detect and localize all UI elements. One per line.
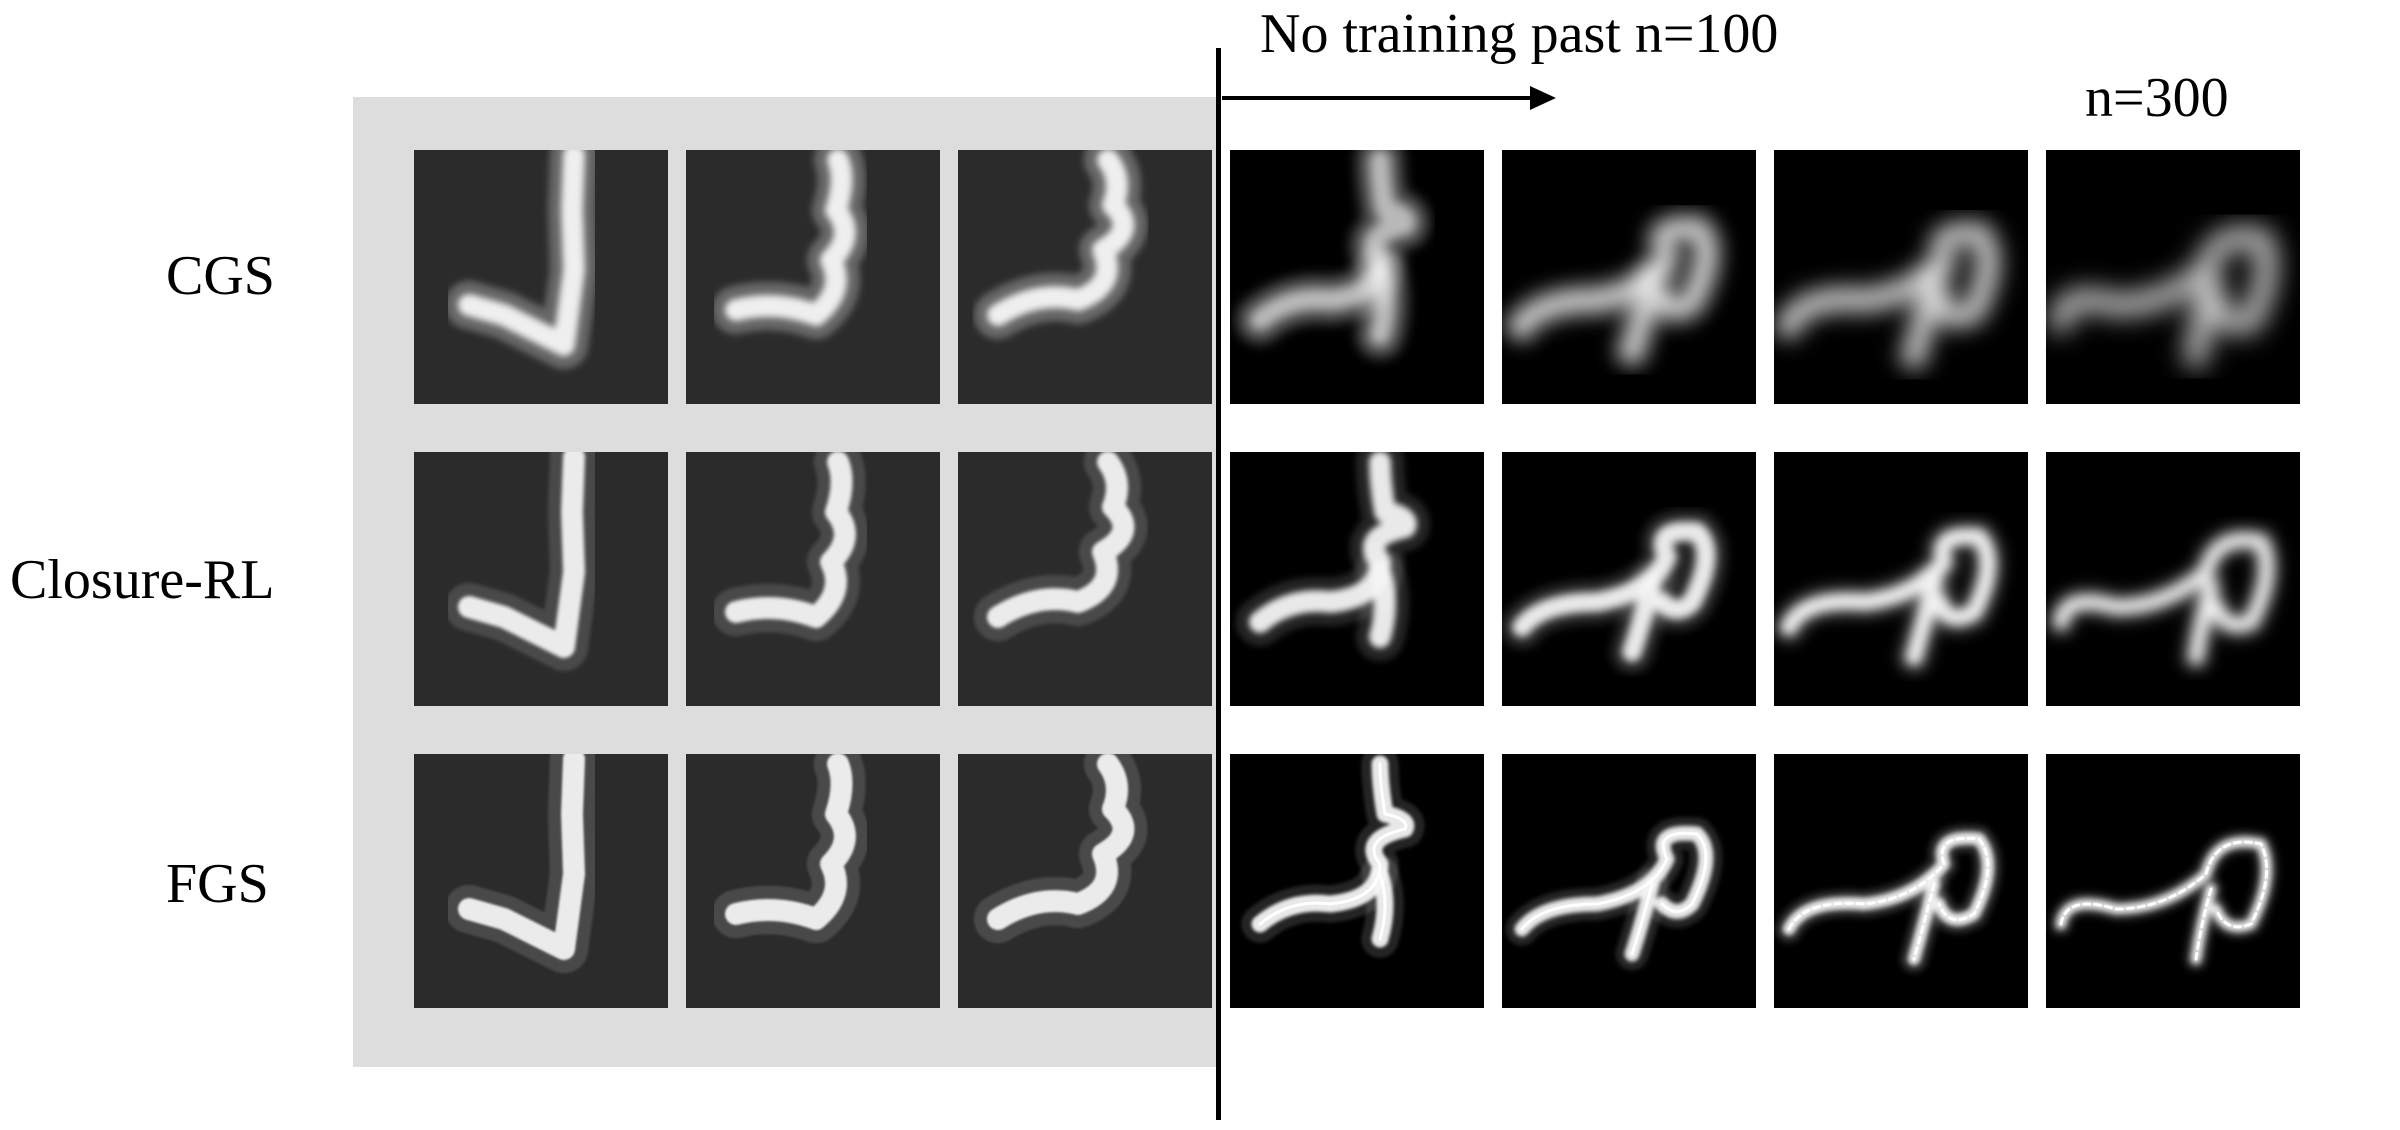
smoke-frame-closure-rl-2 (686, 452, 940, 706)
smoke-frame-closure-rl-4 (1230, 452, 1484, 706)
smoke-halo (444, 150, 599, 370)
smoke-filament (2194, 887, 2213, 961)
extrapolation-arrow-head (1530, 86, 1556, 110)
row-label-closure-rl: Closure-RL (10, 549, 275, 611)
smoke-halo (1894, 562, 1954, 677)
smoke-frame-closure-rl-5 (1502, 452, 1756, 706)
smoke-frame-cgs-7 (2046, 150, 2300, 404)
smoke-halo (1502, 207, 1728, 347)
row-label-fgs: FGS (166, 853, 269, 915)
smoke-frame-fgs-3 (958, 754, 1212, 1008)
smoke-frame-closure-rl-6 (1774, 452, 2028, 706)
smoke-halo (973, 452, 1148, 642)
smoke-halo (711, 754, 869, 944)
smoke-frame-fgs-6 (1774, 754, 2028, 1008)
smoke-halo (1502, 509, 1728, 649)
extrapolation-arrow-shaft (1222, 96, 1532, 100)
smoke-halo (1610, 560, 1674, 674)
smoke-frame-closure-rl-3 (958, 452, 1212, 706)
smoke-halo (711, 452, 869, 642)
smoke-filament (2059, 840, 2269, 929)
smoke-halo (711, 150, 869, 340)
frame-background (414, 452, 668, 706)
smoke-halo (2046, 220, 2285, 341)
no-training-annotation: No training past n=100 (1260, 3, 1779, 65)
smoke-frame-closure-rl-1 (414, 452, 668, 706)
smoke-frame-fgs-2 (686, 754, 940, 1008)
frame-background (414, 150, 668, 404)
smoke-filament (1912, 882, 1936, 961)
final-step-annotation: n=300 (2085, 67, 2229, 129)
smoke-halo (1610, 258, 1674, 372)
smoke-halo (1355, 547, 1410, 662)
row-label-cgs: CGS (166, 245, 275, 307)
smoke-frame-cgs-6 (1774, 150, 2028, 404)
smoke-halo (1894, 260, 1954, 375)
smoke-frame-fgs-5 (1502, 754, 1756, 1008)
smoke-halo (1355, 245, 1410, 360)
smoke-halo (973, 754, 1148, 944)
smoke-halo (444, 452, 599, 672)
smoke-frame-fgs-1 (414, 754, 668, 1008)
smoke-halo (1235, 452, 1430, 647)
smoke-frame-cgs-1 (414, 150, 668, 404)
smoke-frame-closure-rl-7 (2046, 452, 2300, 706)
smoke-halo (444, 754, 599, 974)
frame-background (414, 754, 668, 1008)
smoke-frame-fgs-7 (2046, 754, 2300, 1008)
smoke-halo (1774, 516, 2008, 647)
smoke-filament (1258, 762, 1408, 926)
smoke-filament (1378, 872, 1387, 941)
smoke-filament (1630, 882, 1654, 956)
smoke-halo (2178, 267, 2229, 373)
smoke-halo (2046, 522, 2285, 643)
smoke-frame-cgs-3 (958, 150, 1212, 404)
smoke-filament (1520, 831, 1708, 931)
smoke-frame-cgs-4 (1230, 150, 1484, 404)
smoke-halo (1774, 214, 2008, 345)
smoke-frame-fgs-4 (1230, 754, 1484, 1008)
training-boundary-line (1216, 48, 1221, 1120)
smoke-frame-cgs-2 (686, 150, 940, 404)
smoke-filament (1787, 836, 1990, 931)
smoke-halo (2178, 569, 2229, 675)
smoke-frame-cgs-5 (1502, 150, 1756, 404)
smoke-halo (973, 150, 1148, 340)
smoke-halo (1235, 150, 1430, 345)
